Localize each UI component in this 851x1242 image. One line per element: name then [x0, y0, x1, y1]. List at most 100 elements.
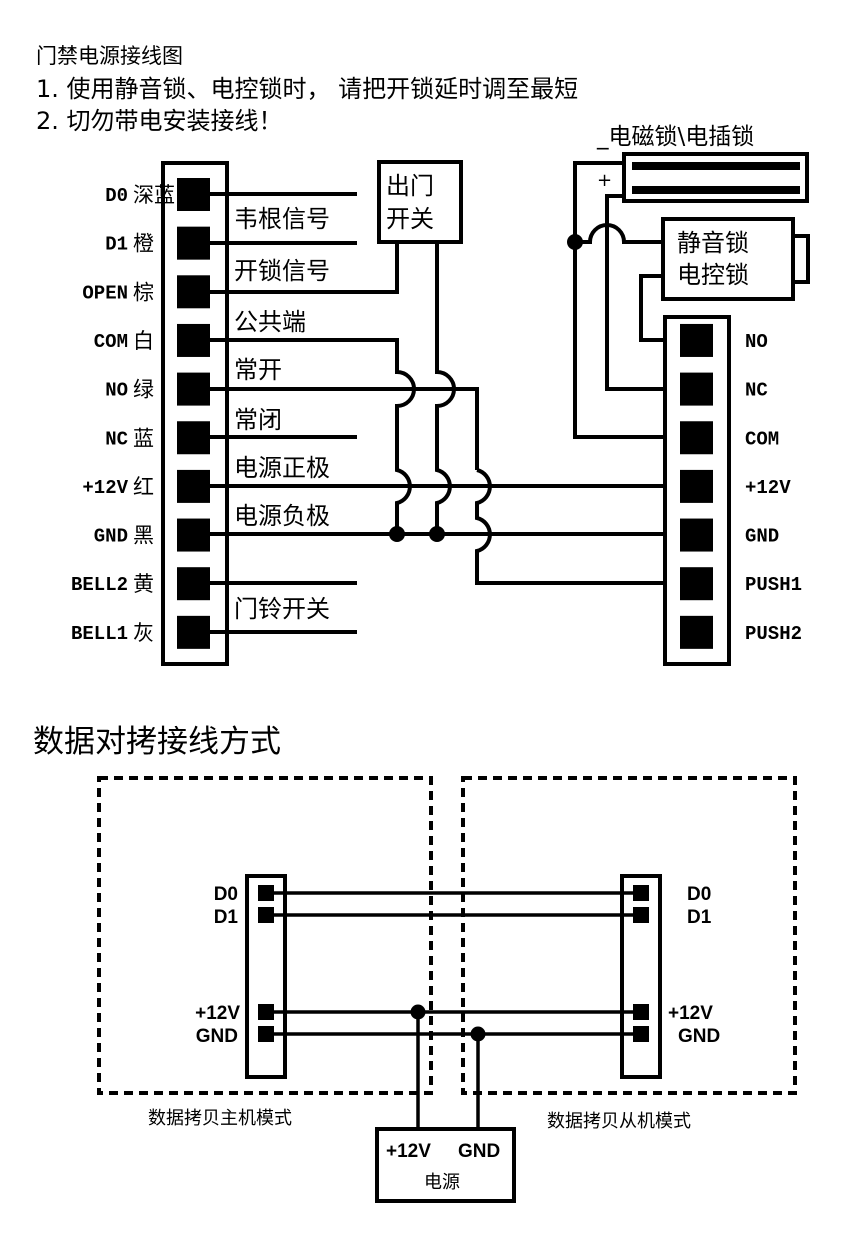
power-terminal — [680, 518, 713, 552]
wire-exit-switch-leg — [435, 242, 456, 534]
wire-open — [210, 242, 399, 294]
master-connector — [245, 874, 287, 1079]
controller-wire-color: 黑 — [133, 524, 154, 548]
master-mode-label: 数据拷贝主机模式 — [148, 1108, 292, 1129]
controller-pin-label: NC — [105, 428, 128, 450]
junction-dot — [470, 1026, 486, 1042]
exit-switch-label-2: 开关 — [386, 205, 434, 233]
controller-terminal — [177, 469, 210, 503]
controller-pin-label: D1 — [105, 234, 128, 256]
mag-lock-bar — [632, 162, 800, 170]
wire-label-nc: 常闭 — [234, 406, 282, 434]
controller-pin-label: OPEN — [82, 282, 128, 304]
junction-dot — [429, 526, 445, 542]
exit-switch-label-1: 出门 — [386, 172, 434, 200]
controller-terminal — [177, 275, 210, 309]
controller-pin-label: BELL1 — [71, 623, 128, 645]
wire-label-power-pos: 电源正极 — [234, 454, 330, 482]
slave-terminal — [633, 885, 649, 901]
master-pin-d1: D1 — [214, 907, 239, 928]
controller-terminal — [177, 567, 210, 601]
power-terminal — [680, 323, 713, 357]
exit-switch-box — [377, 160, 463, 244]
master-terminal — [258, 1026, 274, 1042]
silent-lock-body — [661, 217, 795, 301]
controller-terminal — [177, 226, 210, 260]
silent-lock-bolt — [793, 234, 810, 284]
silent-lock-label-2: 电控锁 — [677, 261, 749, 289]
wire-label-doorbell: 门铃开关 — [234, 595, 330, 623]
power-supply: +12V GND 电源 — [375, 1127, 516, 1203]
power-pin-label: NO — [745, 331, 768, 353]
controller-terminal — [177, 178, 210, 211]
mag-lock-title: _电磁锁\电插锁 — [596, 124, 754, 150]
wire-label-power-neg: 电源负极 — [234, 502, 330, 530]
junction-dot — [389, 526, 405, 542]
controller-terminal — [177, 372, 210, 406]
controller-wire-color: 红 — [133, 475, 154, 499]
mag-lock: _电磁锁\电插锁 + — [596, 124, 809, 203]
slave-connector — [620, 874, 662, 1079]
wire-label-no: 常开 — [234, 356, 282, 384]
power-pin-label: NC — [745, 380, 768, 402]
controller-terminal — [177, 421, 210, 455]
master-terminal — [258, 1004, 274, 1020]
controller-wire-color: 橙 — [133, 232, 154, 256]
controller-pin-label: GND — [94, 526, 128, 548]
power-terminal — [680, 421, 713, 455]
master-pin-12v: +12V — [195, 1003, 240, 1024]
power-pin-label: +12V — [745, 477, 791, 499]
note-2: 2. 切勿带电安装接线！ — [36, 107, 283, 135]
lock-wires — [567, 161, 696, 439]
controller-pin-label: BELL2 — [71, 574, 128, 596]
mag-lock-plus-sign: + — [597, 170, 612, 191]
junction-dot — [410, 1004, 426, 1020]
controller-pin-label: D0 — [105, 185, 128, 207]
slave-pin-d1: D1 — [687, 907, 712, 928]
controller-wire-color: 深蓝 — [133, 183, 175, 207]
wire-silent-lock-com — [575, 223, 663, 244]
slave-pin-gnd: GND — [678, 1026, 720, 1047]
master-terminal — [258, 885, 274, 901]
power-pin-label: COM — [745, 428, 779, 450]
controller-terminal — [177, 518, 210, 552]
controller-wire-color: 蓝 — [133, 426, 154, 450]
controller-wire-color: 白 — [133, 329, 154, 353]
controller-terminal — [177, 615, 210, 649]
controller-wire-color: 绿 — [133, 378, 154, 402]
controller-wire-color: 黄 — [133, 572, 154, 596]
wire-label-open: 开锁信号 — [234, 257, 330, 285]
copy-section-title: 数据对拷接线方式 — [33, 724, 281, 760]
power-supply-pos: +12V — [386, 1141, 431, 1162]
controller-wire-color: 灰 — [133, 621, 154, 645]
wire-no-to-push1 — [475, 468, 680, 585]
wire-lock-nc — [605, 194, 696, 391]
slave-pin-d0: D0 — [687, 884, 711, 905]
master-dashed-box — [97, 776, 433, 1095]
wire-label-wiegand: 韦根信号 — [234, 205, 330, 233]
power-supply-neg: GND — [458, 1141, 500, 1162]
slave-dashed-box — [461, 776, 797, 1095]
power-pin-label: PUSH1 — [745, 574, 802, 596]
slave-terminal — [633, 1026, 649, 1042]
mag-lock-bar — [632, 186, 800, 194]
silent-lock: 静音锁 电控锁 — [661, 217, 810, 301]
controller-pin-label: +12V — [82, 477, 128, 499]
wire-com — [210, 338, 416, 534]
controller-wires: 韦根信号 开锁信号 公共端 常开 常闭 电源正极 电源负极 门铃开关 — [210, 192, 680, 634]
controller-pin-label: COM — [94, 331, 128, 353]
slave-mode-label: 数据拷贝从机模式 — [547, 1111, 691, 1132]
master-terminal — [258, 907, 274, 923]
power-terminal — [680, 469, 713, 503]
note-1: 1. 使用静音锁、电控锁时， 请把开锁延时调至最短 — [36, 75, 578, 103]
power-terminal — [680, 372, 713, 406]
power-terminal — [680, 615, 713, 649]
wire-label-com: 公共端 — [234, 308, 306, 336]
wire-lock-com — [573, 161, 696, 439]
slave-pin-12v: +12V — [668, 1003, 713, 1024]
exit-switch: 出门 开关 — [377, 160, 463, 244]
wire-no — [210, 387, 479, 470]
